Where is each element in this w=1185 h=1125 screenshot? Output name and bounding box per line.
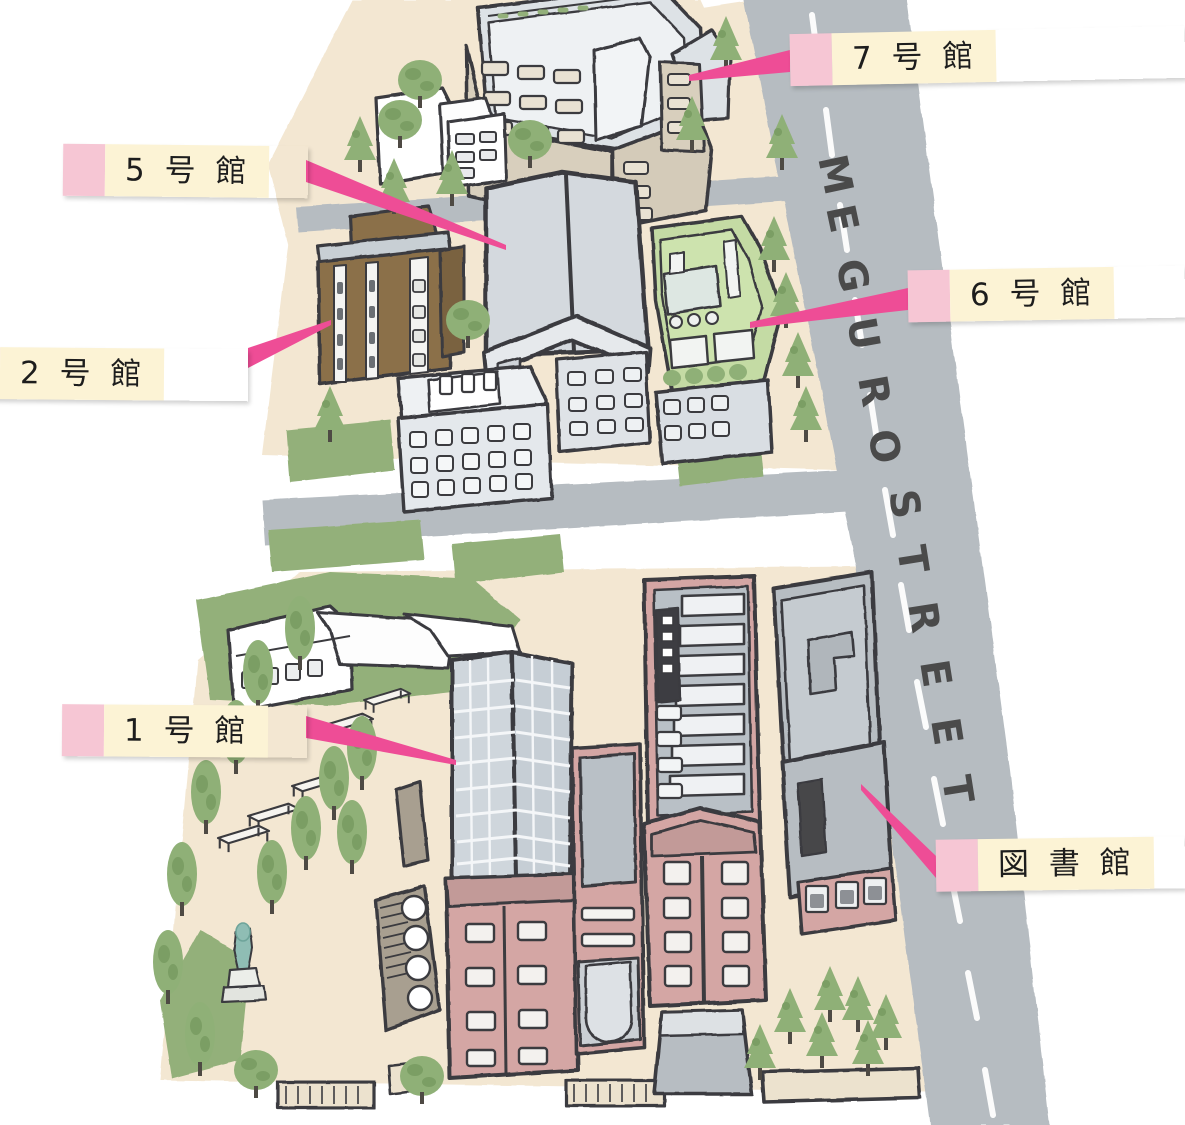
structure-stand-arc [374,780,442,1032]
label-chip [907,269,951,323]
label-chip [62,143,106,197]
building-2 [316,204,466,386]
label-body: 2 号 館 [0,347,165,401]
label-text-building-2: 2 号 館 [19,354,147,392]
label-text-building-7: 7 号 館 [851,37,979,77]
leader-line-5 [306,160,506,250]
leader-line-2 [248,320,331,368]
label-body: 1 号 館 [103,704,269,758]
structure-ramp [652,1008,754,1096]
building-upper-left-block [396,364,554,514]
leader-line-7 [689,50,790,81]
svg-text:S: S [879,486,929,522]
leader-line-lib [861,784,936,878]
label-building-5[interactable]: 5 号 館 [62,143,309,199]
upper-campus [268,0,822,584]
label-building-6[interactable]: 6 号 館 [907,266,1185,323]
building-stepped-terrace [642,574,768,1008]
building-5 [482,169,652,386]
building-6 [650,214,784,466]
leader-line-1 [306,716,456,765]
svg-text:U: U [837,314,888,354]
label-body: 5 号 館 [104,144,270,198]
label-body: 7 号 館 [831,29,997,86]
svg-text:M: M [808,151,861,200]
label-text-building-5: 5 号 館 [124,151,252,190]
label-library[interactable]: 図 書 館 [935,836,1185,892]
label-building-2[interactable]: 2 号 館 [0,346,248,402]
label-body: 図 書 館 [977,836,1155,892]
label-body: 6 号 館 [949,266,1115,322]
building-center-slab [570,742,646,1056]
svg-text:O: O [858,426,909,467]
leader-line-6 [750,288,908,328]
fences-bottom [276,1066,922,1110]
label-chip [789,33,833,87]
label-text-building-1: 1 号 館 [123,712,251,749]
label-text-library: 図 書 館 [997,844,1136,883]
building-upper-mid-block [554,350,652,454]
label-chip [935,839,979,892]
building-1 [444,650,580,1080]
statue [220,922,268,1004]
label-leader-lines [248,50,936,878]
building-library [772,570,898,936]
label-text-building-6: 6 号 館 [969,274,1097,313]
label-building-7[interactable]: 7 号 館 [789,26,1185,87]
svg-text:R: R [898,598,948,636]
label-chip [61,704,105,757]
lower-campus [153,570,922,1110]
label-building-1[interactable]: 1 号 館 [61,704,307,758]
